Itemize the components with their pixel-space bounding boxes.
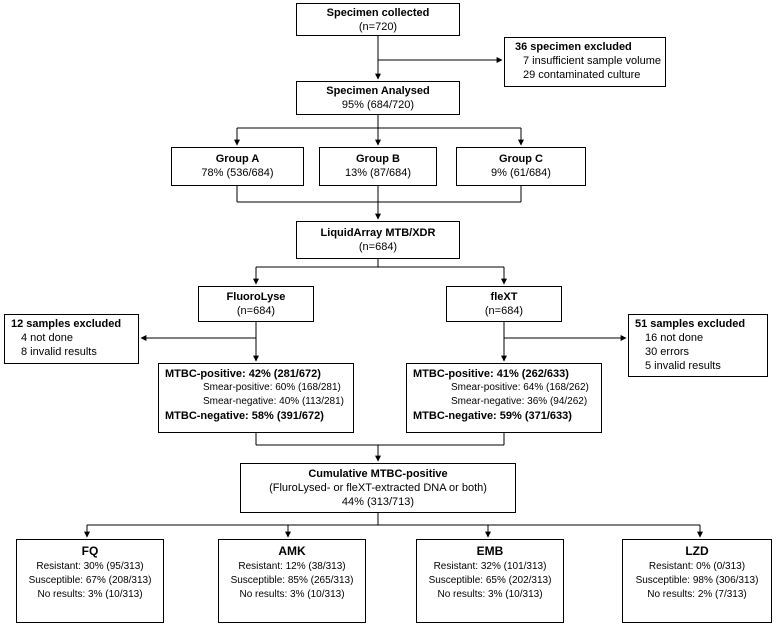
fluorolyse-box: FluoroLyse (n=684)	[198, 286, 314, 322]
cumulative-subtitle: (FluroLysed- or fleXT-extracted DNA or b…	[269, 482, 487, 494]
drug-fq-susceptible: Susceptible: 67% (208/313)	[28, 575, 152, 586]
group-a-title: Group A	[215, 153, 260, 165]
results-fluorolyse-box: MTBC-positive: 42% (281/672) Smear-posit…	[158, 363, 354, 433]
excluded-reason-contaminated: 29 contaminated culture	[523, 69, 641, 81]
drug-amk-title: AMK	[278, 544, 306, 558]
drug-lzd-susceptible: Susceptible: 98% (306/313)	[635, 575, 759, 586]
smear-negative-left: Smear-negative: 40% (113/281)	[203, 396, 345, 407]
specimen-excluded-box: 36 specimen excluded 7 insufficient samp…	[504, 37, 666, 87]
mtbc-positive-left: MTBC-positive: 42% (281/672)	[165, 368, 321, 380]
excluded-right-invalid: 5 invalid results	[645, 360, 721, 372]
group-b-value: 13% (87/684)	[344, 167, 412, 179]
specimen-excluded-title: 36 specimen excluded	[515, 41, 632, 53]
excluded-right-title: 51 samples excluded	[635, 318, 746, 330]
smear-positive-right: Smear-positive: 64% (168/262)	[451, 382, 589, 393]
liquidarray-title: LiquidArray MTB/XDR	[320, 227, 436, 239]
cumulative-title: Cumulative MTBC-positive	[308, 468, 448, 480]
drug-amk-no-results: No results: 3% (10/313)	[239, 589, 345, 600]
cumulative-box: Cumulative MTBC-positive (FluroLysed- or…	[240, 463, 516, 513]
drug-emb-no-results: No results: 3% (10/313)	[437, 589, 543, 600]
drug-lzd-no-results: No results: 2% (7/313)	[647, 589, 747, 600]
specimen-analysed-title: Specimen Analysed	[326, 85, 430, 97]
excluded-right-box: 51 samples excluded 16 not done 30 error…	[628, 314, 768, 377]
excluded-left-invalid: 8 invalid results	[21, 346, 97, 358]
results-flext-box: MTBC-positive: 41% (262/633) Smear-posit…	[406, 363, 602, 433]
group-a-box: Group A 78% (536/684)	[171, 147, 304, 186]
mtbc-negative-right: MTBC-negative: 59% (371/633)	[413, 410, 572, 422]
excluded-reason-volume: 7 insufficient sample volume	[523, 55, 661, 67]
drug-fq-resistant: Resistant: 30% (95/313)	[36, 561, 144, 572]
group-b-title: Group B	[356, 153, 400, 165]
drug-emb-susceptible: Susceptible: 65% (202/313)	[428, 575, 552, 586]
drug-emb-title: EMB	[476, 544, 504, 558]
drug-fq-no-results: No results: 3% (10/313)	[37, 589, 143, 600]
group-a-value: 78% (536/684)	[201, 167, 274, 179]
fluorolyse-title: FluoroLyse	[226, 291, 286, 303]
drug-fq-title: FQ	[81, 544, 99, 558]
flext-title: fleXT	[490, 291, 518, 303]
fluorolyse-count: (n=684)	[236, 305, 276, 317]
group-b-box: Group B 13% (87/684)	[319, 147, 437, 186]
drug-amk-box: AMK Resistant: 12% (38/313) Susceptible:…	[218, 539, 366, 623]
drug-emb-box: EMB Resistant: 32% (101/313) Susceptible…	[416, 539, 564, 623]
drug-lzd-box: LZD Resistant: 0% (0/313) Susceptible: 9…	[622, 539, 772, 623]
group-c-box: Group C 9% (61/684)	[456, 147, 586, 186]
drug-amk-resistant: Resistant: 12% (38/313)	[238, 561, 346, 572]
liquidarray-count: (n=684)	[358, 241, 398, 253]
group-c-value: 9% (61/684)	[491, 167, 551, 179]
specimen-collected-count: (n=720)	[358, 21, 398, 33]
group-c-title: Group C	[499, 153, 543, 165]
drug-lzd-title: LZD	[685, 544, 709, 558]
cumulative-value: 44% (313/713)	[341, 496, 415, 508]
mtbc-positive-right: MTBC-positive: 41% (262/633)	[413, 368, 569, 380]
drug-emb-resistant: Resistant: 32% (101/313)	[433, 561, 547, 572]
specimen-collected-box: Specimen collected (n=720)	[296, 3, 460, 36]
specimen-collected-title: Specimen collected	[326, 7, 430, 19]
excluded-left-title: 12 samples excluded	[11, 318, 122, 330]
excluded-left-not-done: 4 not done	[21, 332, 73, 344]
mtbc-negative-left: MTBC-negative: 58% (391/672)	[165, 410, 324, 422]
flext-count: (n=684)	[484, 305, 524, 317]
excluded-right-errors: 30 errors	[645, 346, 690, 358]
drug-amk-susceptible: Susceptible: 85% (265/313)	[230, 575, 354, 586]
drug-fq-box: FQ Resistant: 30% (95/313) Susceptible: …	[16, 539, 164, 623]
excluded-right-not-done: 16 not done	[645, 332, 704, 344]
drug-lzd-resistant: Resistant: 0% (0/313)	[648, 561, 746, 572]
flext-box: fleXT (n=684)	[446, 286, 562, 322]
excluded-left-box: 12 samples excluded 4 not done 8 invalid…	[4, 314, 139, 364]
smear-negative-right: Smear-negative: 36% (94/262)	[451, 396, 588, 407]
specimen-analysed-box: Specimen Analysed 95% (684/720)	[296, 81, 460, 115]
smear-positive-left: Smear-positive: 60% (168/281)	[203, 382, 341, 393]
liquidarray-box: LiquidArray MTB/XDR (n=684)	[296, 221, 460, 259]
specimen-analysed-value: 95% (684/720)	[341, 99, 415, 111]
